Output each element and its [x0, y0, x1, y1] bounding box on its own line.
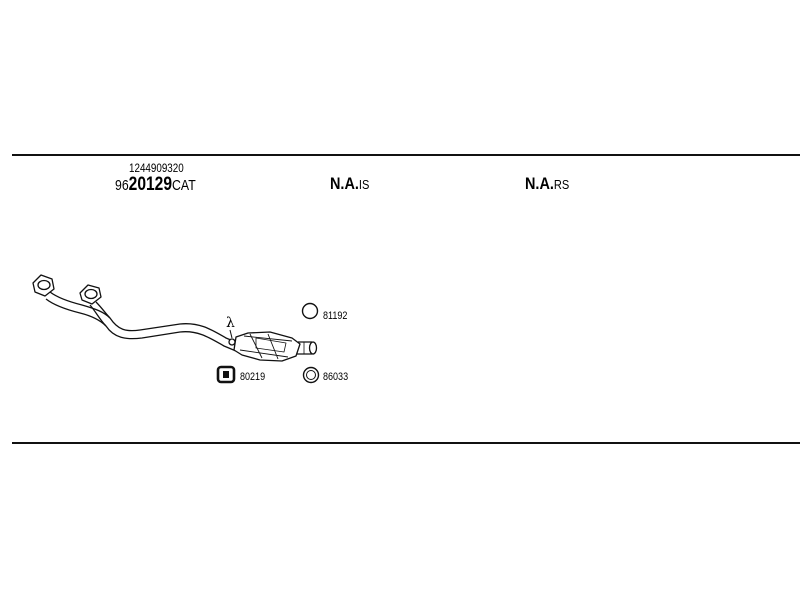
section-is-main: N.A.	[330, 174, 359, 193]
part-number-label: 1244909320	[129, 161, 184, 175]
sealing-ring-icon	[302, 366, 320, 384]
code-main: 20129	[128, 174, 173, 195]
top-divider	[12, 154, 800, 156]
section-rs-label: N.A.RS	[525, 175, 569, 192]
code-prefix: 96	[115, 177, 129, 194]
part-ref-81192: 81192	[323, 310, 348, 322]
catalyst-code-label: 9620129CAT	[115, 175, 196, 194]
code-suffix: CAT	[172, 177, 196, 194]
part-ref-80219: 80219	[240, 371, 266, 383]
bottom-divider	[12, 442, 800, 444]
section-is-label: N.A.IS	[330, 175, 369, 192]
section-rs-main: N.A.	[525, 174, 554, 193]
part-ref-86033: 86033	[323, 371, 349, 383]
section-is-suffix: IS	[358, 177, 370, 192]
ring-gasket-icon	[301, 302, 319, 320]
lambda-sensor-symbol: λ	[226, 315, 235, 331]
rubber-mount-icon	[216, 365, 236, 384]
front-pipe-icon	[32, 274, 318, 362]
section-rs-suffix: RS	[553, 177, 570, 192]
